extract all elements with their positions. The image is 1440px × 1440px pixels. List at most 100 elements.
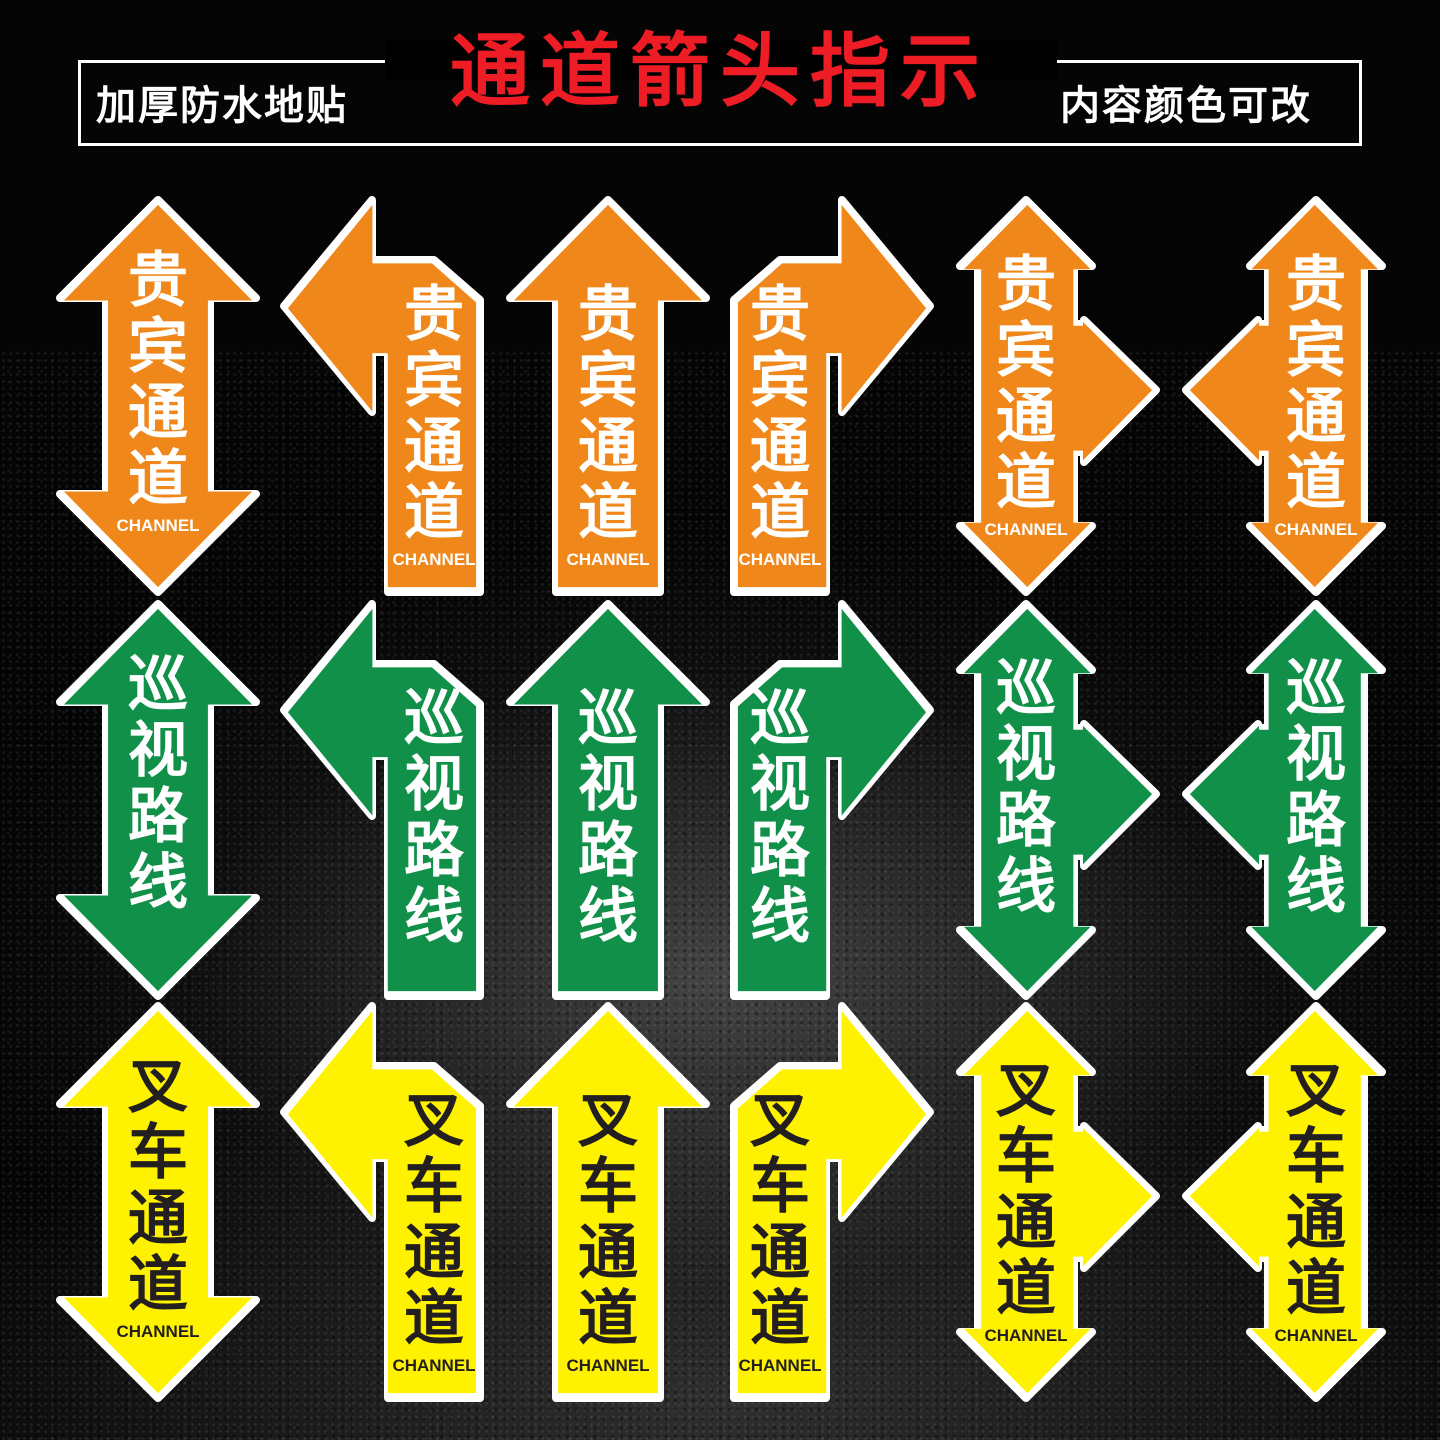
sticker-char: 道 bbox=[1286, 448, 1346, 518]
sticker-char: 巡 bbox=[128, 650, 188, 720]
sticker-char: 叉 bbox=[996, 1056, 1056, 1126]
sticker-char: 车 bbox=[1286, 1122, 1346, 1192]
sticker-label: 巡视路线 bbox=[113, 652, 203, 916]
sticker-char: 贵 bbox=[578, 280, 638, 350]
arrow-shape bbox=[506, 196, 710, 596]
sticker-char: 车 bbox=[996, 1122, 1056, 1192]
sticker-char: 贵 bbox=[996, 250, 1056, 320]
sticker-char: 通 bbox=[578, 1218, 638, 1288]
arrow-fill bbox=[63, 608, 253, 992]
arrow-fill bbox=[737, 1010, 927, 1394]
sticker-label: 巡视路线 bbox=[563, 686, 653, 950]
sticker-caption: CHANNEL bbox=[984, 520, 1068, 539]
sticker-char: 巡 bbox=[750, 684, 810, 754]
sticker-label: 巡视路线 bbox=[981, 656, 1071, 920]
arrow-sticker-up-down-left: 巡视路线 bbox=[1182, 600, 1386, 1000]
sticker-label: 巡视路线 bbox=[735, 686, 825, 950]
arrow-shape bbox=[956, 1002, 1160, 1402]
arrow-fill bbox=[737, 204, 927, 588]
sticker-char: 线 bbox=[578, 882, 638, 952]
sticker-char: 车 bbox=[128, 1118, 188, 1188]
sticker-char: 路 bbox=[996, 786, 1056, 856]
sticker-char: 车 bbox=[750, 1152, 810, 1222]
sticker-char: 通 bbox=[404, 1218, 464, 1288]
arrow-sticker-straight-up: 巡视路线 bbox=[506, 600, 710, 1000]
arrow-fill bbox=[287, 608, 477, 992]
sticker-char: 贵 bbox=[128, 246, 188, 316]
arrow-fill bbox=[963, 1010, 1153, 1394]
sticker-caption: CHANNEL bbox=[392, 550, 476, 569]
sticker-char: 叉 bbox=[750, 1086, 810, 1156]
sticker-char: 贵 bbox=[1286, 250, 1346, 320]
sticker-char: 通 bbox=[1286, 1188, 1346, 1258]
arrow-shape bbox=[280, 1002, 484, 1402]
sticker-caption: CHANNEL bbox=[116, 1322, 200, 1341]
sticker-char: 线 bbox=[1286, 852, 1346, 922]
sticker-char: 通 bbox=[128, 378, 188, 448]
sticker-char: 通 bbox=[750, 412, 810, 482]
sticker-caption: CHANNEL bbox=[738, 550, 822, 569]
sticker-caption: CHANNEL bbox=[566, 550, 650, 569]
arrow-shape bbox=[1182, 600, 1386, 1000]
arrow-sticker-up-down: 巡视路线 bbox=[56, 600, 260, 1000]
sticker-char: 道 bbox=[404, 478, 464, 548]
sticker-char: 视 bbox=[1286, 720, 1346, 790]
sticker-char: 叉 bbox=[578, 1086, 638, 1156]
arrow-fill bbox=[963, 608, 1153, 992]
arrow-sticker-turn-left: 巡视路线 bbox=[280, 600, 484, 1000]
arrow-fill bbox=[63, 204, 253, 588]
sticker-char: 宾 bbox=[128, 312, 188, 382]
sticker-char: 巡 bbox=[996, 654, 1056, 724]
sticker-char: 通 bbox=[750, 1218, 810, 1288]
arrow-fill bbox=[513, 204, 703, 588]
sticker-char: 叉 bbox=[404, 1086, 464, 1156]
arrow-fill bbox=[737, 608, 927, 992]
sticker-caption: CHANNEL bbox=[566, 1356, 650, 1375]
sticker-char: 巡 bbox=[578, 684, 638, 754]
sticker-char: 通 bbox=[128, 1184, 188, 1254]
arrow-shape bbox=[730, 1002, 934, 1402]
sticker-char: 路 bbox=[578, 816, 638, 886]
sticker-char: 车 bbox=[404, 1152, 464, 1222]
sticker-char: 宾 bbox=[996, 316, 1056, 386]
sticker-char: 贵 bbox=[404, 280, 464, 350]
arrow-fill bbox=[1189, 608, 1379, 992]
sticker-char: 道 bbox=[128, 1250, 188, 1320]
sticker-char: 通 bbox=[404, 412, 464, 482]
sticker-char: 线 bbox=[128, 848, 188, 918]
sticker-char: 线 bbox=[996, 852, 1056, 922]
page-title: 通道箭头指示 bbox=[450, 25, 990, 118]
sticker-char: 巡 bbox=[404, 684, 464, 754]
arrow-fill bbox=[963, 204, 1153, 588]
sticker-char: 通 bbox=[1286, 382, 1346, 452]
sticker-char: 视 bbox=[578, 750, 638, 820]
arrow-sticker-up-down-right: 巡视路线 bbox=[956, 600, 1160, 1000]
arrow-fill bbox=[287, 1010, 477, 1394]
arrow-fill bbox=[1189, 204, 1379, 588]
sticker-char: 道 bbox=[578, 478, 638, 548]
header-title-backdrop bbox=[385, 40, 1057, 80]
sticker-char: 道 bbox=[404, 1284, 464, 1354]
sticker-char: 视 bbox=[996, 720, 1056, 790]
sticker-label: 巡视路线 bbox=[1271, 656, 1361, 920]
sticker-char: 路 bbox=[750, 816, 810, 886]
sticker-char: 视 bbox=[128, 716, 188, 786]
